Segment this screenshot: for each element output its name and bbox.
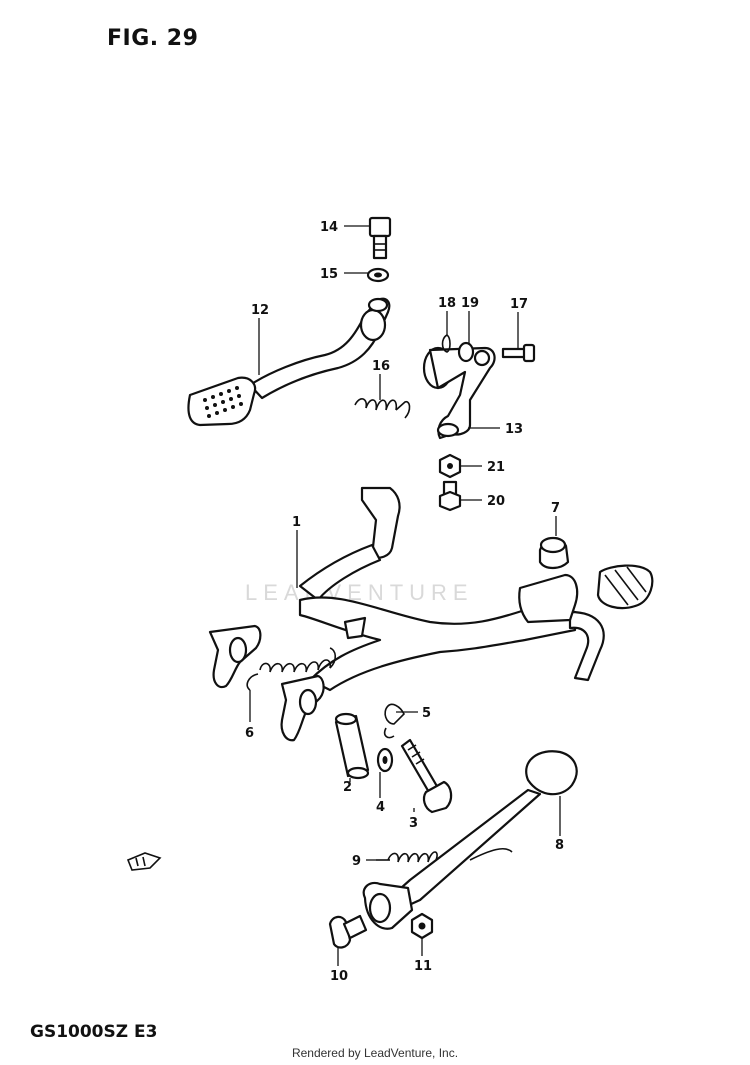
callout-14: 14 (320, 220, 338, 235)
callout-19: 19 (461, 296, 479, 311)
pivot-shaft-2 (334, 712, 370, 780)
callout-18: 18 (438, 296, 456, 311)
return-spring-16 (354, 398, 411, 419)
callout-11: 11 (414, 959, 432, 974)
callout-2: 2 (343, 780, 352, 795)
callout-10: 10 (330, 969, 348, 984)
brake-rod-lever-13 (422, 346, 496, 440)
side-stand-spring-9 (376, 851, 438, 863)
callout-labels: 14 15 12 16 18 19 17 13 21 20 1 7 5 6 2 … (245, 220, 564, 984)
washer-15 (366, 267, 390, 283)
callout-8: 8 (555, 838, 564, 853)
callout-16: 16 (372, 359, 390, 374)
brake-pedal (187, 297, 391, 427)
callout-5: 5 (422, 706, 431, 721)
callout-3: 3 (409, 816, 418, 831)
side-stand-8 (362, 750, 578, 930)
leader-lines (249, 225, 561, 966)
bolt-3 (400, 738, 453, 814)
callout-1: 1 (292, 515, 301, 530)
callout-21: 21 (487, 460, 505, 475)
washer-19 (457, 341, 475, 363)
rubber-cap-7 (538, 536, 570, 570)
center-stand-1 (208, 486, 654, 742)
nut-11 (410, 912, 434, 940)
nut-21 (438, 453, 462, 479)
callout-20: 20 (487, 494, 505, 509)
callout-13: 13 (505, 422, 523, 437)
callout-7: 7 (551, 501, 560, 516)
bolt-10 (328, 914, 368, 949)
rendered-by-credit: Rendered by LeadVenture, Inc. (291, 1046, 459, 1060)
bolt-14 (368, 216, 392, 260)
bolt-20 (438, 480, 462, 512)
bolt-17 (501, 343, 536, 363)
callout-9: 9 (352, 854, 361, 869)
cotter-pin-18 (441, 334, 451, 353)
watermark: LEADVENTURE (245, 580, 474, 605)
direction-arrow-icon (126, 852, 162, 871)
figure-title: FIG. 29 (107, 26, 199, 51)
clip-5 (383, 703, 405, 739)
callout-12: 12 (251, 303, 269, 318)
washer-4 (376, 747, 394, 773)
callout-4: 4 (376, 800, 385, 815)
callout-15: 15 (320, 267, 338, 282)
model-code: GS1000SZ E3 (30, 1022, 158, 1042)
callout-6: 6 (245, 726, 254, 741)
callout-17: 17 (510, 297, 528, 312)
